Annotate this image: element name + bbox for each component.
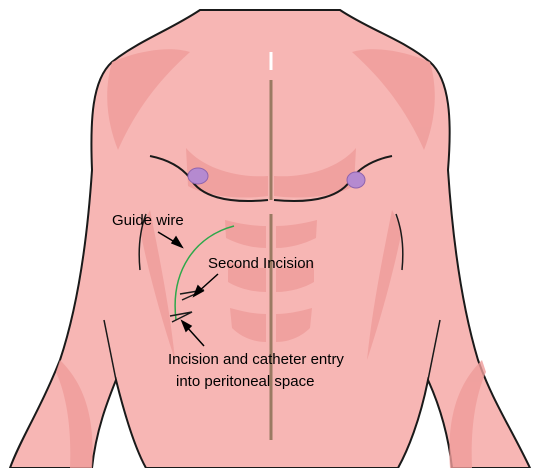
incision-entry-label-line2: into peritoneal space <box>176 373 314 390</box>
left-nipple <box>188 168 208 184</box>
second-incision-label: Second Incision <box>208 255 314 272</box>
incision-entry-label-line1: Incision and catheter entry <box>168 351 344 368</box>
guide-wire-label: Guide wire <box>112 212 184 229</box>
right-nipple <box>347 172 365 188</box>
